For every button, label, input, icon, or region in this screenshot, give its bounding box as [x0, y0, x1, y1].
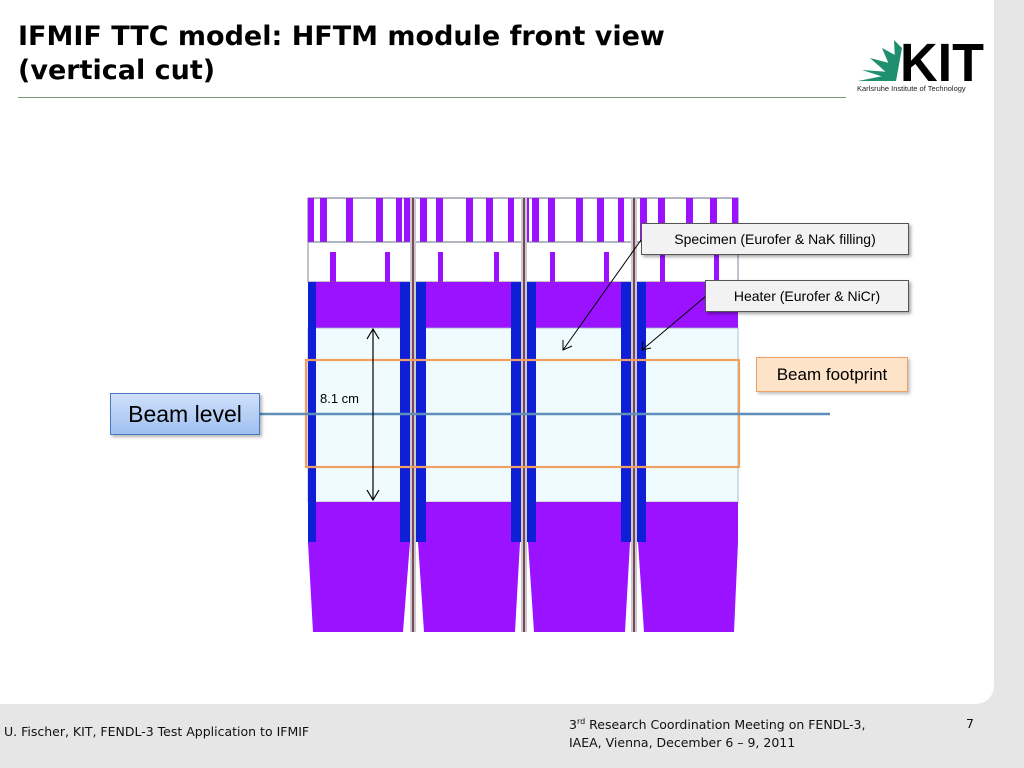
- callout-beam-footprint: Beam footprint: [756, 357, 908, 392]
- leader-lines: [562, 239, 707, 351]
- page-number: 7: [966, 716, 974, 731]
- footer-meeting-sup: rd: [576, 716, 586, 726]
- callout-specimen: Specimen (Eurofer & NaK filling): [641, 223, 909, 255]
- kit-logo: KIT: [858, 34, 984, 93]
- footer-author: U. Fischer, KIT, FENDL-3 Test Applicatio…: [4, 724, 310, 739]
- dimension-arrow: [366, 327, 380, 502]
- footer-meeting: 3rd Research Coordination Meeting on FEN…: [569, 716, 929, 752]
- kit-tagline: Karlsruhe Institute of Technology: [857, 84, 966, 93]
- title-line-2: (vertical cut): [18, 55, 216, 86]
- hftm-diagram: [260, 197, 830, 632]
- title-divider: [18, 97, 846, 98]
- slide-title: IFMIF TTC model: HFTM module front view …: [18, 20, 838, 88]
- bottom-tapers: [308, 542, 738, 632]
- title-line-1: IFMIF TTC model: HFTM module front view: [18, 21, 665, 52]
- heater-walls: [308, 282, 646, 542]
- callout-heater: Heater (Eurofer & NiCr): [705, 280, 909, 312]
- callout-beam-level: Beam level: [110, 393, 260, 435]
- footer-meeting-rest: Research Coordination Meeting on FENDL-3…: [585, 717, 866, 732]
- kit-fan-icon: [858, 40, 902, 81]
- hanger-rods: [330, 252, 719, 282]
- kit-wordmark: KIT: [900, 34, 984, 93]
- dimension-label: 8.1 cm: [320, 391, 360, 406]
- slide-canvas: IFMIF TTC model: HFTM module front view …: [0, 0, 994, 704]
- footer-meeting-line2: IAEA, Vienna, December 6 – 9, 2011: [569, 735, 796, 750]
- footer-meeting-num: 3: [569, 717, 577, 732]
